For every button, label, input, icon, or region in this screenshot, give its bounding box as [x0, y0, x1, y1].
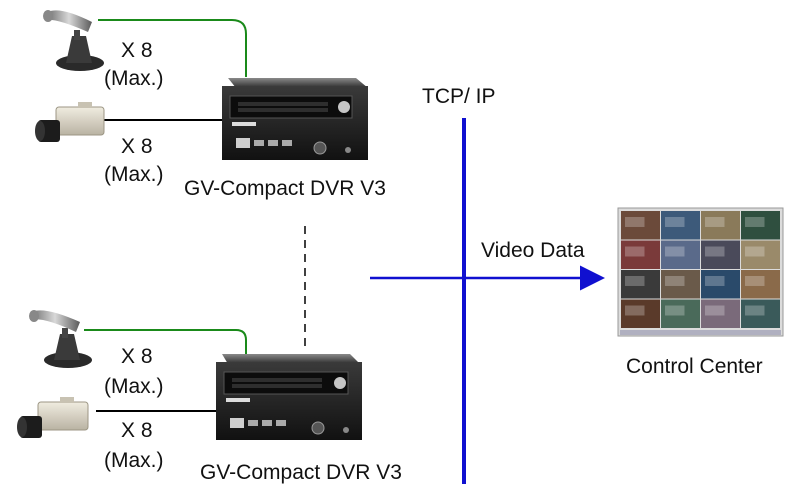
bottom-microphone-icon: [29, 310, 92, 368]
top-mic-count: X 8: [121, 39, 153, 62]
video-tile: [661, 211, 700, 240]
video-data-label: Video Data: [481, 239, 585, 262]
video-tile: [701, 299, 740, 328]
video-tile-highlight: [625, 217, 645, 227]
video-tile: [701, 240, 740, 269]
video-tile-highlight: [665, 217, 685, 227]
bottom-camera-count: X 8: [121, 419, 153, 442]
video-tile: [741, 240, 780, 269]
top-camera-max: (Max.): [104, 163, 164, 186]
video-tile-highlight: [745, 276, 765, 286]
video-tile: [741, 270, 780, 299]
bottom-camera-icon: [17, 397, 89, 438]
bottom-mic-cable: [84, 329, 247, 354]
video-tile: [701, 211, 740, 240]
video-tile-highlight: [705, 305, 725, 316]
video-tile: [621, 299, 660, 328]
control-center-monitor: [617, 207, 784, 337]
top-mic-cable: [98, 19, 247, 77]
video-tile-highlight: [625, 305, 645, 316]
video-tile: [741, 211, 780, 240]
top-mic-max: (Max.): [104, 67, 164, 90]
video-tile: [661, 299, 700, 328]
top-dvr-device: [222, 78, 368, 160]
video-tile-highlight: [625, 276, 645, 286]
bottom-dvr-label: GV-Compact DVR V3: [200, 461, 402, 484]
control-center-label: Control Center: [626, 355, 763, 378]
top-microphone-icon: [43, 10, 104, 71]
video-tile-grid: [621, 211, 780, 328]
video-tile-highlight: [705, 217, 725, 227]
video-tile: [701, 270, 740, 299]
top-dvr-label: GV-Compact DVR V3: [184, 177, 386, 200]
bottom-dvr-device: [216, 354, 362, 440]
video-tile: [621, 270, 660, 299]
video-tile-highlight: [705, 276, 725, 286]
bottom-mic-max: (Max.): [104, 375, 164, 398]
tcp-ip-label: TCP/ IP: [422, 85, 496, 108]
video-tile-highlight: [665, 246, 685, 257]
video-tile-highlight: [745, 217, 765, 227]
video-tile-highlight: [745, 246, 765, 257]
top-camera-count: X 8: [121, 135, 153, 158]
bottom-mic-count: X 8: [121, 345, 153, 368]
video-tile-highlight: [665, 276, 685, 286]
video-tile: [621, 240, 660, 269]
video-tile: [661, 270, 700, 299]
video-tile: [661, 240, 700, 269]
video-tile-highlight: [705, 246, 725, 257]
top-camera-icon: [35, 102, 105, 142]
video-tile-highlight: [665, 305, 685, 316]
video-tile-highlight: [625, 246, 645, 257]
video-tile: [621, 211, 660, 240]
video-tile-highlight: [745, 305, 765, 316]
video-tile: [741, 299, 780, 328]
bottom-camera-max: (Max.): [104, 449, 164, 472]
